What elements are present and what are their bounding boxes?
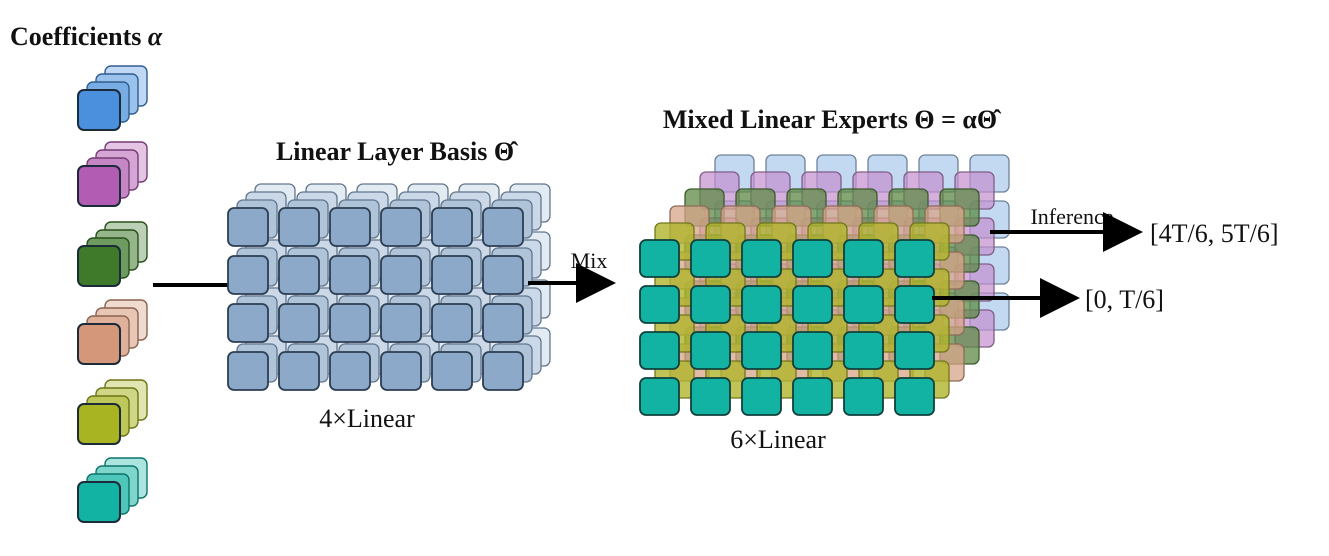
expert-square (639, 377, 680, 416)
basis-square (482, 351, 524, 391)
mix-label: Mix (571, 248, 608, 273)
basis-caption: 4×Linear (319, 404, 415, 433)
basis-square (329, 351, 371, 391)
basis-grid (227, 183, 551, 391)
basis-square (278, 255, 320, 295)
expert-square (843, 239, 884, 278)
expert-square (894, 331, 935, 370)
basis-title: Linear Layer Basis Θ̂ (276, 137, 519, 166)
expert-square (843, 377, 884, 416)
basis-square (329, 303, 371, 343)
expert-square (690, 285, 731, 324)
expert-square (894, 377, 935, 416)
peach-coefficient-stack (77, 299, 148, 365)
basis-square (227, 207, 269, 247)
basis-square (380, 351, 422, 391)
expert-square (843, 285, 884, 324)
basis-square (431, 255, 473, 295)
basis-square (329, 255, 371, 295)
teal-coefficient-stack (77, 457, 148, 523)
experts-grid (639, 154, 1010, 416)
expert-square (690, 377, 731, 416)
basis-square (431, 207, 473, 247)
expert-square (741, 331, 782, 370)
basis-square (278, 351, 320, 391)
basis-square (482, 255, 524, 295)
basis-square (380, 207, 422, 247)
coefficients-title: Coefficients α (10, 22, 163, 51)
expert-square (792, 285, 833, 324)
basis-square (278, 303, 320, 343)
expert-square (741, 377, 782, 416)
expert-square (639, 331, 680, 370)
basis-square (380, 303, 422, 343)
coefficient-square (77, 245, 121, 287)
output-bottom-label: [0, T/6] (1085, 285, 1164, 314)
inference-label: Inference (1030, 204, 1113, 229)
basis-square (329, 207, 371, 247)
basis-square (431, 351, 473, 391)
basis-square (482, 303, 524, 343)
coefficient-stacks (77, 65, 148, 523)
expert-square (792, 377, 833, 416)
expert-square (741, 285, 782, 324)
basis-square (380, 255, 422, 295)
green-coefficient-stack (77, 221, 148, 287)
expert-square (741, 239, 782, 278)
coefficient-square (77, 323, 121, 365)
expert-square (792, 239, 833, 278)
experts-title: Mixed Linear Experts Θ = αΘ̂ (663, 105, 1002, 134)
basis-square (227, 351, 269, 391)
basis-square (227, 255, 269, 295)
olive-coefficient-stack (77, 379, 148, 445)
basis-square (431, 303, 473, 343)
basis-square (482, 207, 524, 247)
coefficient-square (77, 403, 121, 445)
expert-square (894, 285, 935, 324)
expert-square (690, 331, 731, 370)
expert-square (639, 285, 680, 324)
coefficient-square (77, 481, 121, 523)
output-top-label: [4T/6, 5T/6] (1150, 219, 1279, 248)
expert-square (690, 239, 731, 278)
expert-square (894, 239, 935, 278)
expert-square (639, 239, 680, 278)
magenta-coefficient-stack (77, 141, 148, 207)
expert-square (792, 331, 833, 370)
basis-square (227, 303, 269, 343)
coefficient-square (77, 165, 121, 207)
experts-caption: 6×Linear (730, 425, 826, 454)
expert-square (843, 331, 884, 370)
blue-coefficient-stack (77, 65, 148, 131)
coefficient-square (77, 89, 121, 131)
basis-square (278, 207, 320, 247)
